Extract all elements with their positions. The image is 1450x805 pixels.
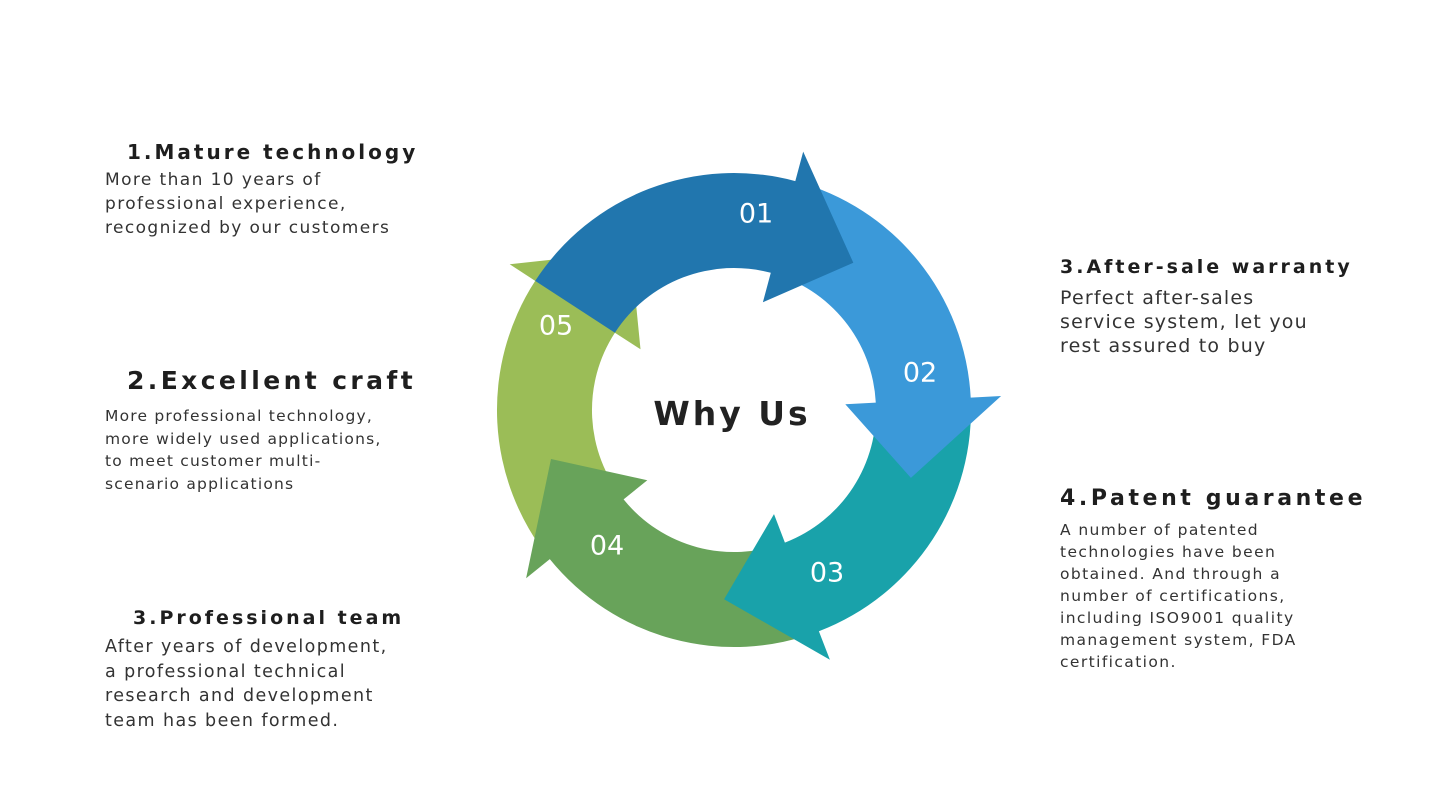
cycle-segment-label: 04 bbox=[590, 531, 624, 562]
feature-title: 4.Patent guarantee bbox=[1060, 486, 1367, 511]
feature-mature-technology: 1.Mature technology More than 10 years o… bbox=[105, 140, 435, 240]
feature-after-sale-warranty: 3.After-sale warranty Perfect after-sale… bbox=[1060, 256, 1380, 358]
feature-title: 3.After-sale warranty bbox=[1060, 256, 1353, 278]
center-title: Why Us bbox=[653, 394, 810, 433]
cycle-segment-01 bbox=[535, 151, 854, 333]
feature-professional-team: 3.Professional team After years of devel… bbox=[105, 607, 445, 733]
feature-title: 3.Professional team bbox=[133, 607, 405, 629]
feature-description: More than 10 years of professional exper… bbox=[105, 170, 391, 238]
cycle-segment-label: 01 bbox=[739, 199, 773, 230]
feature-title: 2.Excellent craft bbox=[127, 366, 417, 395]
cycle-segment-label: 03 bbox=[810, 558, 844, 589]
feature-description: Perfect after-sales service system, let … bbox=[1060, 287, 1308, 357]
feature-excellent-craft: 2.Excellent craft More professional tech… bbox=[105, 366, 445, 495]
feature-description: More professional technology, more widel… bbox=[105, 407, 382, 493]
cycle-segment-label: 05 bbox=[539, 311, 573, 342]
feature-description: A number of patented technologies have b… bbox=[1060, 521, 1297, 671]
feature-description: After years of development, a profession… bbox=[105, 637, 388, 731]
cycle-segment-label: 02 bbox=[903, 358, 937, 389]
feature-patent-guarantee: 4.Patent guarantee A number of patented … bbox=[1060, 486, 1390, 673]
feature-title: 1.Mature technology bbox=[127, 140, 419, 164]
